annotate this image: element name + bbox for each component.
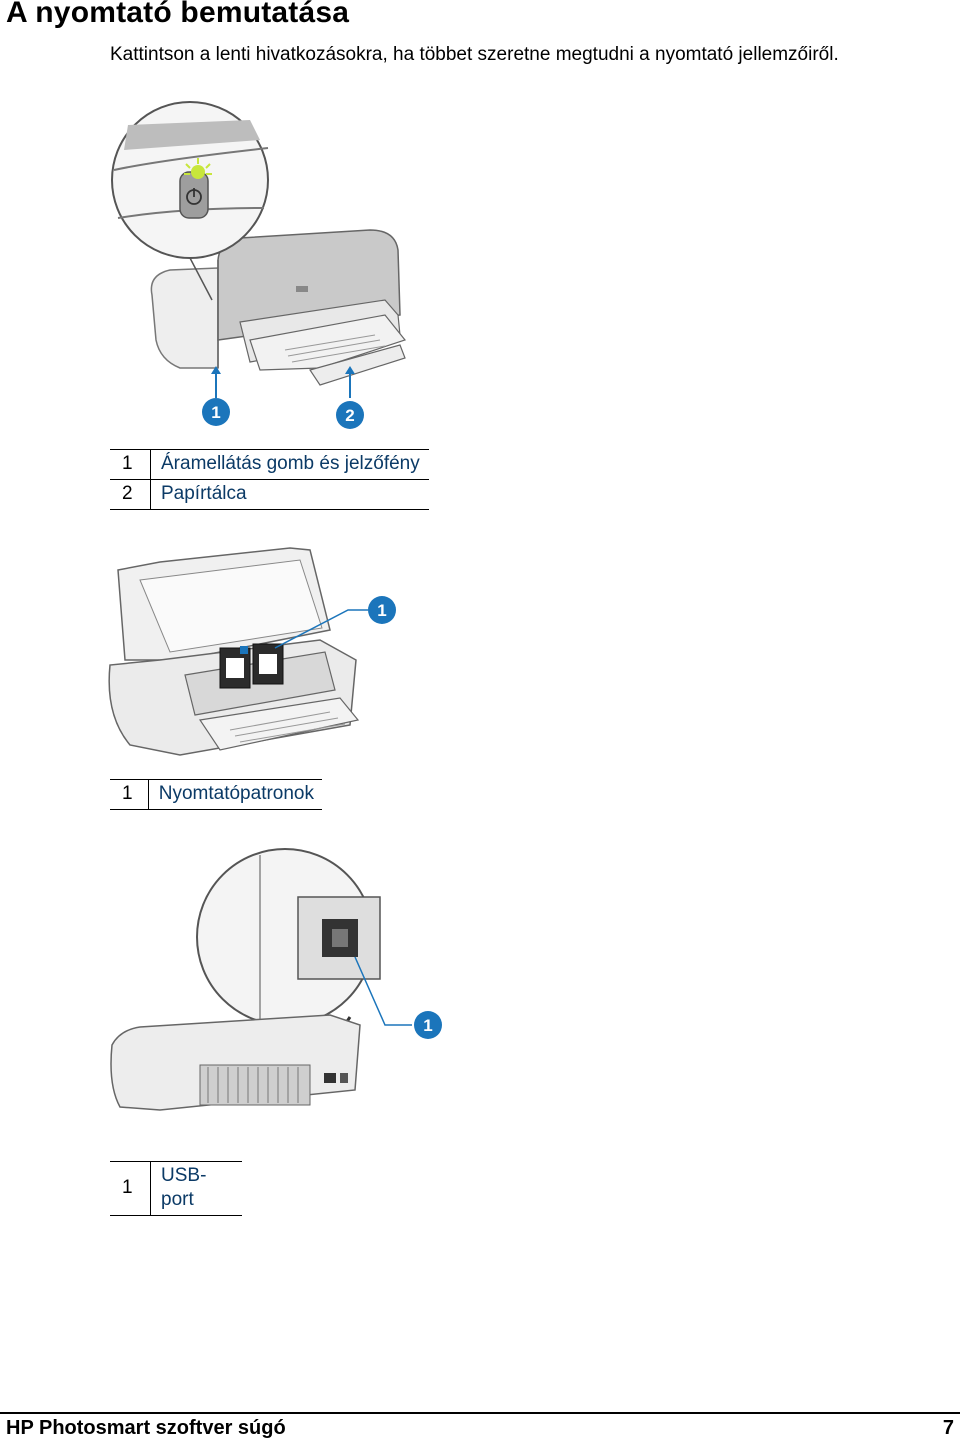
page-title: A nyomtató bemutatása xyxy=(6,0,349,30)
callout-1: 1 xyxy=(414,1011,442,1039)
legend-link-power-button[interactable]: Áramellátás gomb és jelzőfény xyxy=(151,450,430,480)
svg-text:1: 1 xyxy=(377,601,386,620)
usb-port-zoom xyxy=(197,849,380,1035)
power-light xyxy=(191,165,205,179)
legend-number: 1 xyxy=(110,1162,151,1216)
page-number: 7 xyxy=(943,1417,954,1440)
legend-row: 1 USB-port xyxy=(110,1162,242,1216)
svg-text:2: 2 xyxy=(345,406,354,425)
footer-title: HP Photosmart szoftver súgó xyxy=(6,1417,286,1440)
figure-3-legend: 1 USB-port xyxy=(110,1161,242,1216)
figure-2-legend: 1 Nyomtatópatronok xyxy=(110,779,322,810)
printer-body xyxy=(111,1015,360,1110)
legend-number: 2 xyxy=(110,480,151,510)
figure-1-legend: 1 Áramellátás gomb és jelzőfény 2 Papírt… xyxy=(110,449,429,510)
printer-front-illustration: 1 2 xyxy=(100,100,480,440)
intro-text: Kattintson a lenti hivatkozásokra, ha tö… xyxy=(110,44,839,66)
printer-open-illustration: 1 xyxy=(100,540,420,770)
callout-1: 1 xyxy=(202,398,230,426)
footer-rule xyxy=(0,1412,960,1414)
legend-link-paper-tray[interactable]: Papírtálca xyxy=(151,480,430,510)
legend-row: 1 Nyomtatópatronok xyxy=(110,780,322,810)
legend-row: 1 Áramellátás gomb és jelzőfény xyxy=(110,450,429,480)
legend-number: 1 xyxy=(110,450,151,480)
legend-link-usb-port[interactable]: USB-port xyxy=(151,1162,243,1216)
legend-link-cartridges[interactable]: Nyomtatópatronok xyxy=(148,780,322,810)
svg-text:1: 1 xyxy=(211,403,220,422)
legend-row: 2 Papírtálca xyxy=(110,480,429,510)
svg-text:1: 1 xyxy=(423,1016,432,1035)
callout-2: 2 xyxy=(336,401,364,429)
legend-number: 1 xyxy=(110,780,148,810)
callout-1: 1 xyxy=(368,596,396,624)
printer-back-illustration: 1 xyxy=(100,845,460,1150)
